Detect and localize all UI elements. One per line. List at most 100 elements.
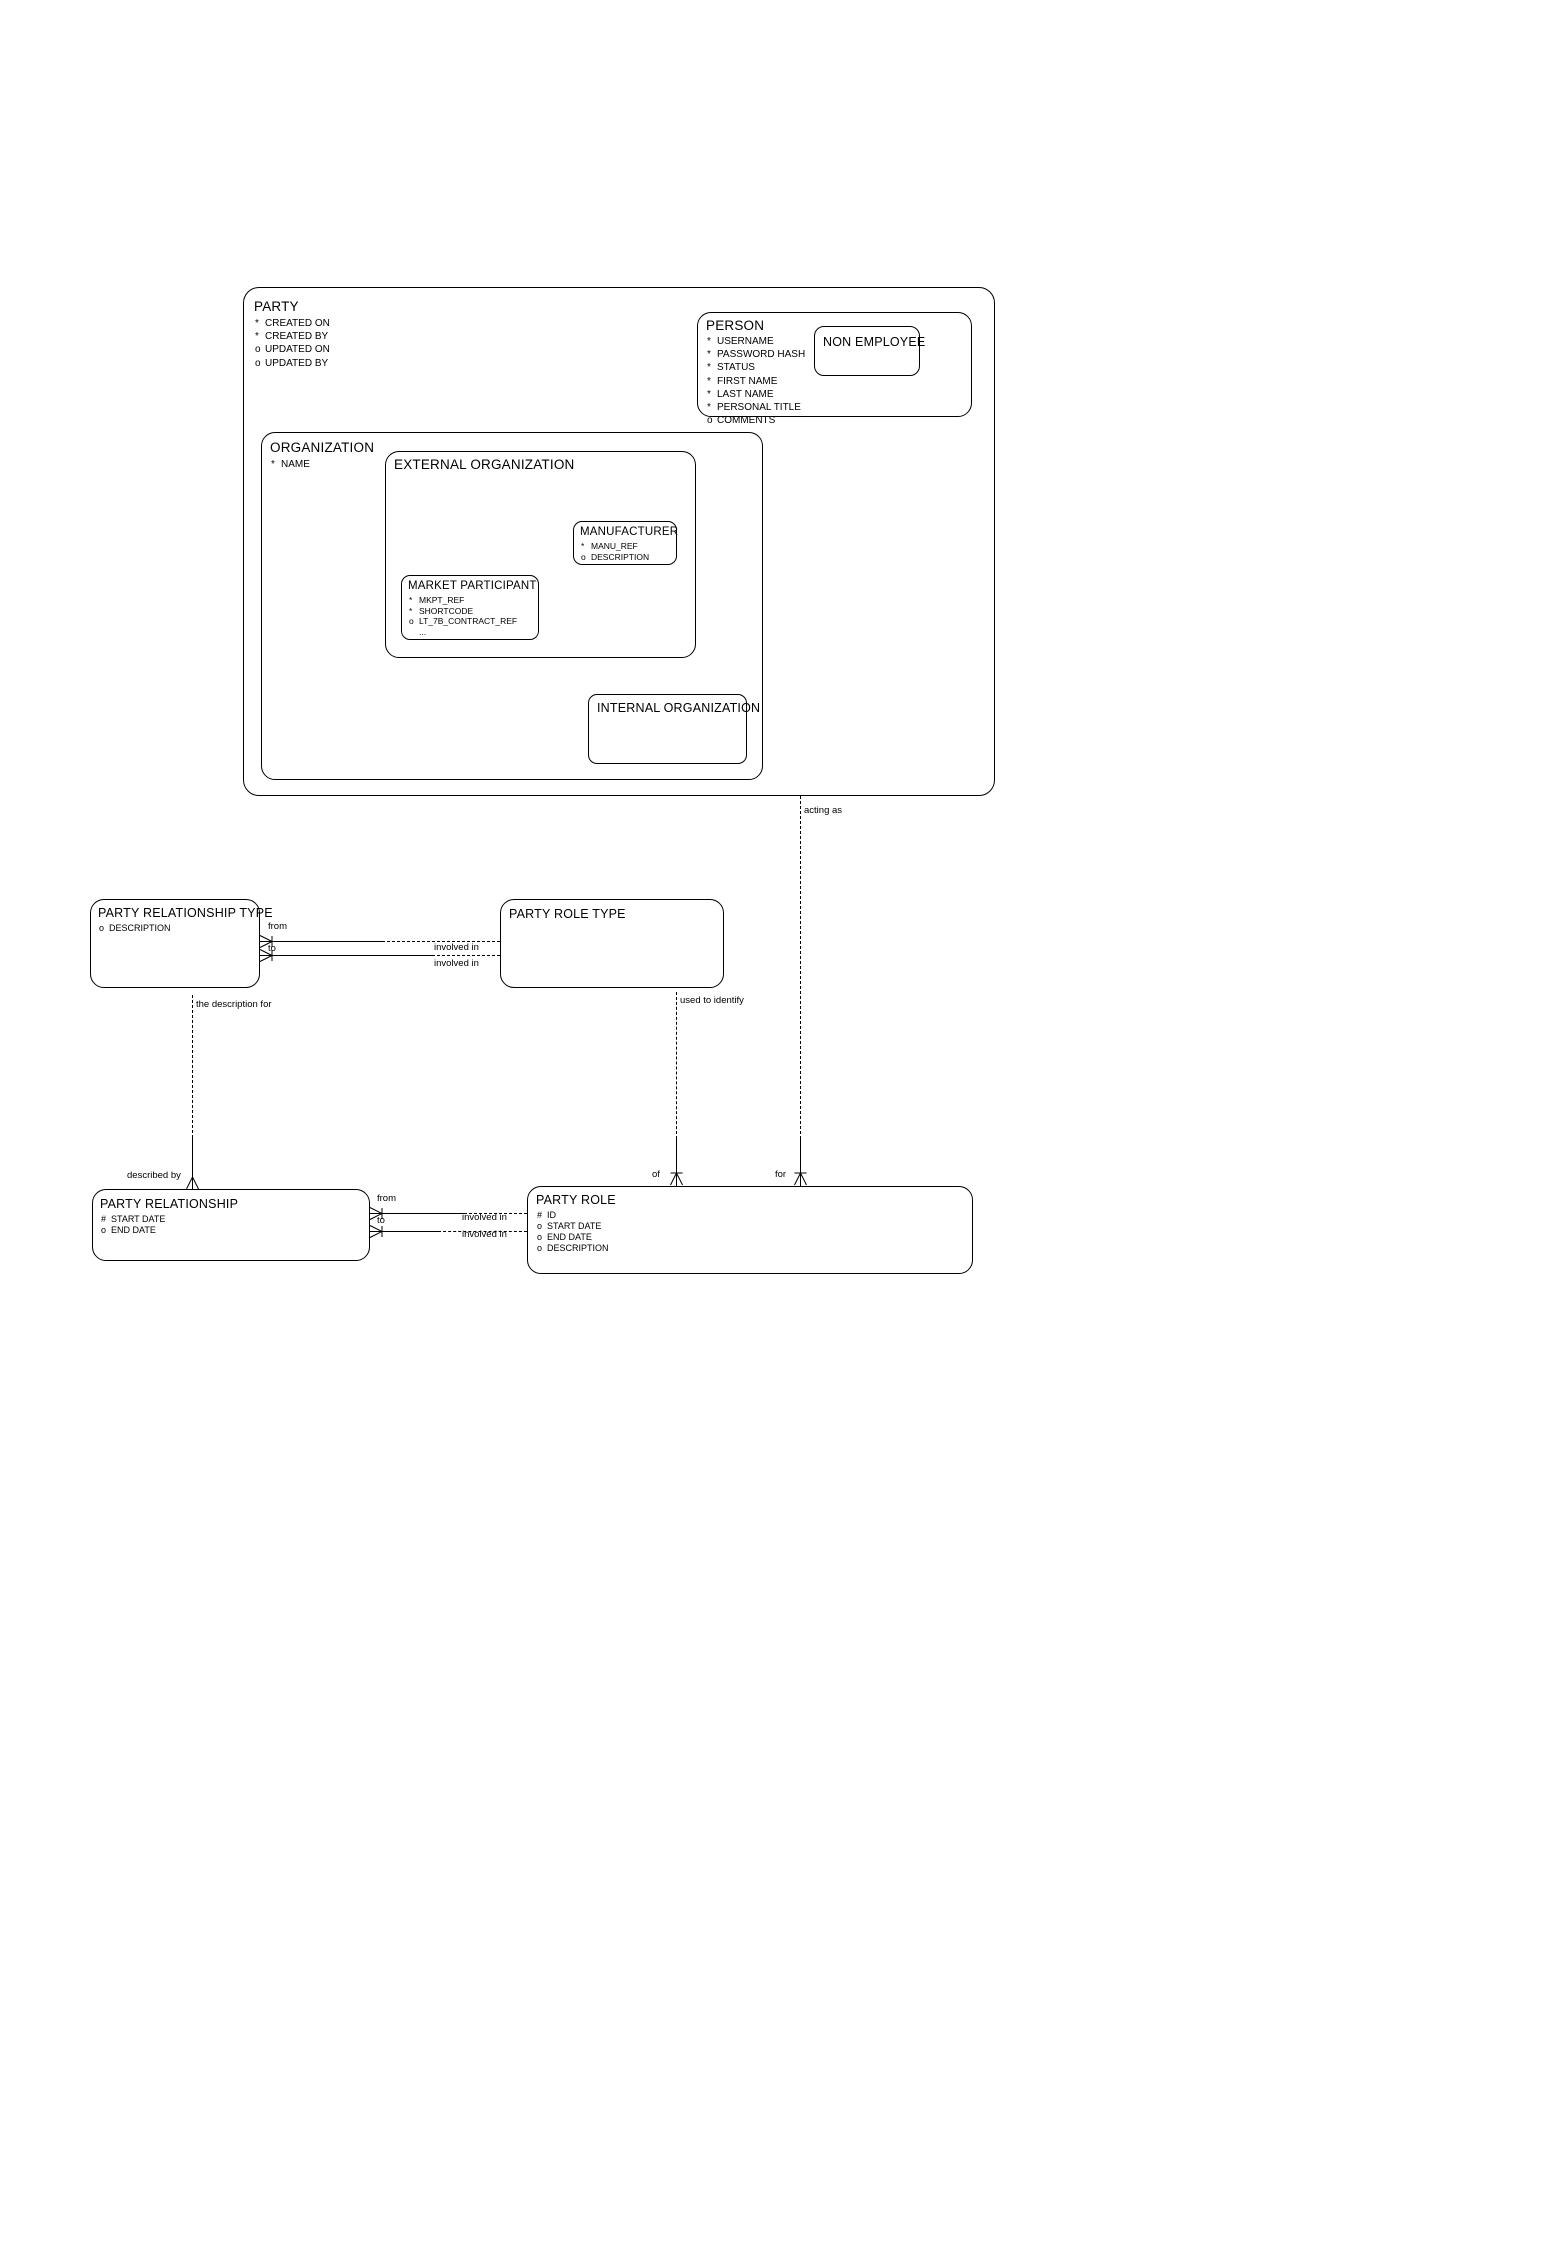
rel-label-pr-involved-in-2: involved in (462, 1229, 507, 1240)
crowsfoot-described-by (186, 1176, 199, 1190)
entity-title-party-role: PARTY ROLE (536, 1193, 616, 1207)
attribute-name: LAST NAME (717, 388, 774, 400)
attribute-name: START DATE (547, 1221, 602, 1231)
rel-line-pr-from-dashed (464, 1213, 527, 1214)
attribute-name: LT_7B_CONTRACT_REF (419, 616, 518, 626)
crowsfoot-pr-from (369, 1207, 383, 1220)
rel-line-used-to-identify-dashed (676, 992, 677, 1139)
attribute-row: #ID (537, 1210, 609, 1221)
rel-line-description-for-dashed (192, 995, 193, 1138)
entity-title-party-role-type: PARTY ROLE TYPE (509, 907, 626, 921)
attribute-marker: o (101, 1225, 107, 1235)
entity-title-non-employee: NON EMPLOYEE (823, 335, 926, 349)
entity-organization[interactable]: ORGANIZATION *NAME (261, 432, 763, 780)
attribute-marker: * (707, 349, 711, 361)
rel-line-for-solid (800, 1139, 801, 1186)
entity-title-party-relationship-type: PARTY RELATIONSHIP TYPE (98, 906, 273, 920)
rel-label-prt-involved-in-1: involved in (434, 942, 479, 953)
attribute-marker: * (707, 402, 711, 414)
rel-label-pr-from: from (377, 1193, 396, 1204)
rel-label-used-to-identify: used to identify (680, 995, 744, 1006)
attribute-row: * STATUS (707, 361, 805, 374)
rel-label-for: for (775, 1169, 787, 1180)
attribute-list-party-relationship: # START DATE o END DATE (101, 1214, 165, 1236)
attribute-marker: o (537, 1221, 543, 1231)
attribute-marker: # (101, 1214, 107, 1224)
attribute-marker: * (707, 336, 711, 347)
crowsfoot-prt-to (259, 949, 273, 962)
rel-line-pr-to-dashed (438, 1231, 527, 1232)
attribute-row: *FIRST NAME (707, 375, 805, 388)
entity-title-market-participant: MARKET PARTICIPANT (408, 580, 537, 592)
entity-title-party-relationship: PARTY RELATIONSHIP (100, 1197, 239, 1211)
attribute-row: * PASSWORD HASH (707, 348, 805, 361)
entity-non-employee[interactable]: NON EMPLOYEE (814, 326, 925, 376)
rel-label-pr-to: to (377, 1215, 385, 1226)
attribute-marker: * (581, 541, 585, 551)
attribute-marker: * (271, 459, 275, 470)
rel-line-prt-from-dashed (382, 941, 500, 942)
rel-line-prt-from-solid (272, 941, 382, 942)
entity-party-role-type[interactable]: PARTY ROLE TYPE (500, 899, 724, 988)
attribute-name: STATUS (717, 362, 755, 374)
attribute-marker: * (707, 375, 711, 387)
attribute-row: *CREATED ON (255, 317, 330, 330)
attribute-row: *SHORTCODE (409, 606, 517, 617)
attribute-name: DESCRIPTION (591, 551, 650, 562)
rel-line-acting-as-dashed (800, 796, 801, 1139)
attribute-name: END DATE (111, 1225, 156, 1235)
entity-title-person: PERSON (706, 318, 765, 333)
attribute-marker: o (581, 551, 586, 562)
attribute-marker: * (255, 331, 259, 343)
rel-line-pr-from-solid (382, 1213, 464, 1214)
attribute-row: *NAME (271, 458, 310, 471)
attribute-name: USERNAME (717, 336, 774, 347)
rel-label-pr-involved-in-1: involved in (462, 1212, 507, 1223)
entity-person[interactable]: PERSON * USERNAME * PASSWORD HASH * STATUS*FI… (697, 312, 972, 426)
entity-party-relationship[interactable]: PARTY RELATIONSHIP # START DATE o END DATE (92, 1189, 370, 1261)
attribute-name: SHORTCODE (419, 605, 474, 616)
attribute-row: o END DATE (101, 1225, 165, 1236)
crowsfoot-of (670, 1172, 683, 1186)
attribute-name: PASSWORD HASH (717, 349, 806, 361)
attribute-name: END DATE (547, 1232, 592, 1242)
attribute-row: * MANU_REF (581, 541, 649, 552)
entity-external-organization[interactable]: EXTERNAL ORGANIZATION (385, 451, 696, 658)
rel-line-described-by-solid (192, 1138, 193, 1189)
attribute-marker: o (255, 357, 261, 369)
attribute-row: * USERNAME (707, 335, 805, 348)
crowsfoot-for (794, 1172, 807, 1186)
rel-label-of: of (652, 1169, 660, 1180)
attribute-name: ID (547, 1210, 556, 1220)
attribute-name: PERSONAL TITLE (717, 402, 801, 414)
attribute-row: o START DATE (537, 1221, 609, 1232)
attribute-name: DESCRIPTION (547, 1243, 609, 1253)
attribute-marker: * (409, 595, 413, 605)
attribute-marker: * (707, 362, 711, 374)
attribute-name: CREATED BY (265, 331, 329, 343)
rel-label-prt-from: from (268, 921, 287, 932)
attribute-name: START DATE (111, 1214, 166, 1224)
attribute-name: MANU_REF (591, 541, 638, 551)
entity-title-manufacturer: MANUFACTURER (580, 526, 679, 538)
entity-internal-organization[interactable]: INTERNAL ORGANIZATION (588, 694, 760, 764)
entity-title-party: PARTY (254, 299, 299, 314)
attribute-name: CREATED ON (265, 318, 330, 329)
entity-title-internal-organization: INTERNAL ORGANIZATION (597, 701, 761, 715)
rel-label-acting-as: acting as (804, 805, 843, 816)
